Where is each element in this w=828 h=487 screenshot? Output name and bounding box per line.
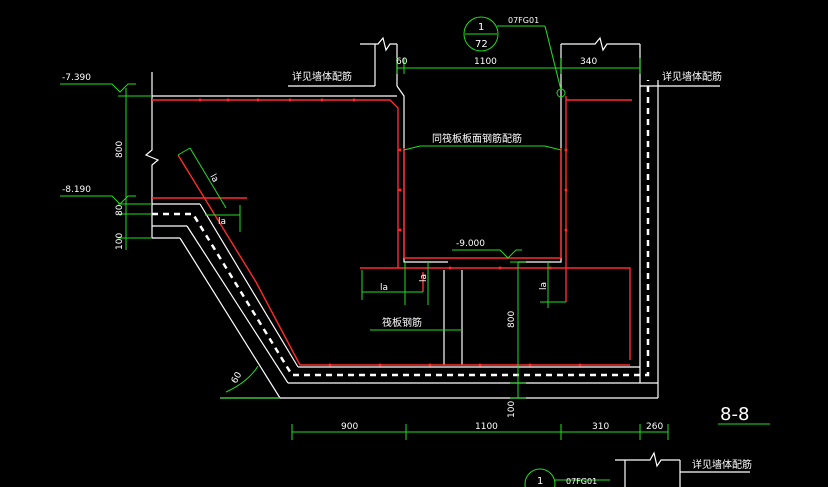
dim-bottom-900: 900 <box>341 422 358 432</box>
dim-left-80: 80 <box>115 204 125 216</box>
annotation-text: -7.390 -8.190 -9.000 60 1100 340 详见墙体配筋 … <box>62 16 752 487</box>
la-label-1: la <box>207 173 220 185</box>
rebar-pit-bottom <box>360 267 631 360</box>
dim-top-60: 60 <box>396 57 408 67</box>
la-label-2: la <box>218 217 226 227</box>
waterproofing-layer <box>152 80 650 377</box>
callout-bottom-number: 1 <box>537 476 543 487</box>
elevation-top: -7.390 <box>62 73 91 83</box>
rebar-top-slab <box>152 99 399 268</box>
dim-angle: 60 <box>230 370 245 385</box>
dim-top-340: 340 <box>580 57 597 67</box>
dim-bottom-260: 260 <box>646 422 663 432</box>
pit-wall-right <box>518 86 562 263</box>
top-left-break <box>360 36 397 52</box>
concrete-outline <box>144 36 750 487</box>
slope-mid <box>186 225 289 384</box>
note-wall-rebar-right: 详见墙体配筋 <box>662 70 722 83</box>
la-label-4: la <box>419 274 429 282</box>
elevation-mid: -8.190 <box>62 185 91 195</box>
bottom-right-break <box>615 451 680 468</box>
dim-left-800: 800 <box>115 141 125 158</box>
dim-bottom-310: 310 <box>592 422 609 432</box>
dim-left-100: 100 <box>115 233 125 250</box>
callout-number: 1 <box>478 22 484 33</box>
callout-reference: 07FG01 <box>508 16 539 25</box>
la-label-5: la <box>539 282 549 290</box>
callout-sheet: 72 <box>475 39 488 50</box>
dim-top-1100: 1100 <box>474 57 497 67</box>
section-title: 8-8 <box>720 404 749 425</box>
top-right-break <box>561 36 640 52</box>
left-wall-break <box>144 72 160 238</box>
slope-outer <box>179 237 281 399</box>
dim-pit-800: 800 <box>507 311 517 328</box>
dimension-lines <box>60 16 770 487</box>
note-wall-rebar-bottom: 详见墙体配筋 <box>692 458 752 471</box>
dim-pit-100: 100 <box>507 401 517 418</box>
note-wall-rebar-left: 详见墙体配筋 <box>292 70 352 83</box>
note-same-as-slab: 同筏板板面钢筋配筋 <box>432 132 522 145</box>
note-raft-rebar: 筏板钢筋 <box>382 316 422 329</box>
rebar-dots <box>198 98 582 367</box>
slope-inner <box>199 203 299 368</box>
rebar-slope <box>177 154 630 366</box>
callout-bottom-reference: 07FG01 <box>566 477 597 486</box>
rebar-lines <box>152 96 632 366</box>
la-label-3: la <box>380 283 388 293</box>
dim-bottom-1100: 1100 <box>475 422 498 432</box>
elevation-pit: -9.000 <box>456 239 485 249</box>
